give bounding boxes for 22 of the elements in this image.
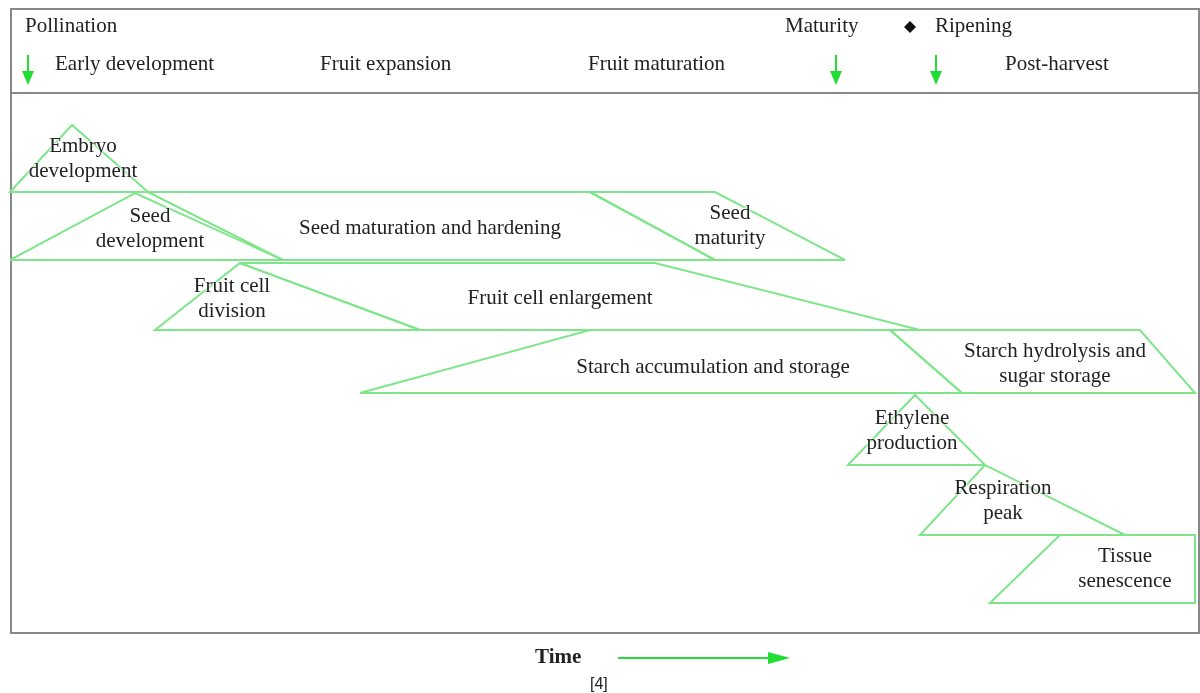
stage-shape <box>890 330 1195 393</box>
stage-shape <box>990 535 1195 603</box>
phase-label: Fruit expansion <box>320 51 452 77</box>
phase-label: Pollination <box>25 13 118 39</box>
stage-label: Tissue senescence <box>1077 543 1173 593</box>
phase-label: Ripening <box>935 13 1012 39</box>
stage-shape <box>10 193 283 260</box>
axis-label: Time <box>535 644 582 670</box>
stage-label: Seed maturation and hardening <box>298 215 562 240</box>
stage-label: Starch hydrolysis and sugar storage <box>964 338 1146 388</box>
citation: [4] <box>590 674 608 693</box>
phase-label: Fruit maturation <box>588 51 726 77</box>
stage-shape <box>155 263 420 330</box>
stage-label: Seed development <box>94 203 206 253</box>
phase-label: Early development <box>55 51 215 77</box>
stage-shape <box>590 192 845 260</box>
phase-label: Post-harvest <box>1005 51 1109 77</box>
stage-label: Seed maturity <box>693 200 767 250</box>
stage-shape <box>920 465 1125 535</box>
phase-label: Maturity <box>785 13 859 39</box>
stage-label: Starch accumulation and storage <box>575 354 851 379</box>
stage-label: Fruit cell enlargement <box>466 285 654 310</box>
